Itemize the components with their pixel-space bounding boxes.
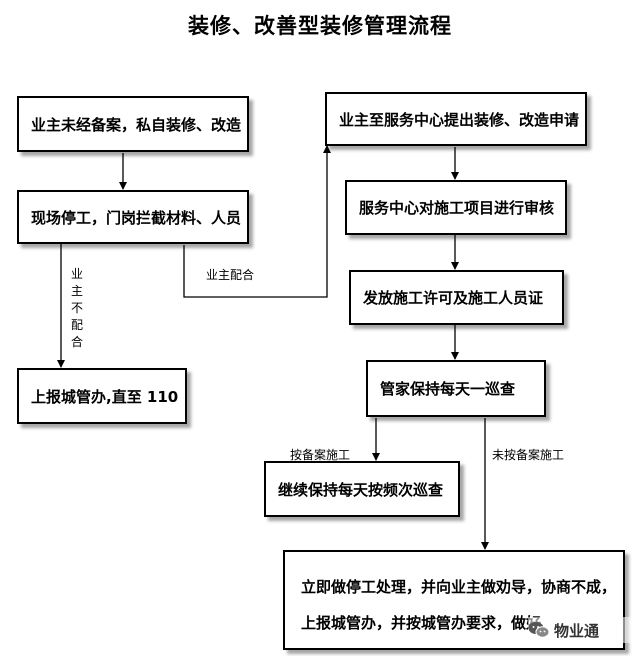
label-by-record: 按备案施工 bbox=[290, 448, 351, 462]
diagram-title: 装修、改善型装修管理流程 bbox=[188, 14, 452, 38]
box-continue-text: 继续保持每天按频次巡查 bbox=[278, 480, 444, 499]
wechat-logo-icon bbox=[528, 622, 550, 638]
label-char: 主 bbox=[70, 284, 83, 298]
box-continue-inspection: 继续保持每天按频次巡查 bbox=[264, 461, 460, 517]
box-review-text: 服务中心对施工项目进行审核 bbox=[359, 199, 555, 217]
box-report-city-management: 上报城管办,直至 110 bbox=[17, 368, 187, 424]
box-daily-inspection: 管家保持每天一巡查 bbox=[366, 360, 546, 417]
watermark-text: 物业通 bbox=[554, 621, 600, 640]
box-stop-work: 现场停工，门岗拦截材料、人员 bbox=[17, 190, 249, 244]
label-not-by-record: 未按备案施工 bbox=[492, 448, 565, 462]
final-line-2: 上报城管办，并按城管办要求，做好 bbox=[301, 614, 542, 632]
box-inspect-text: 管家保持每天一巡查 bbox=[380, 380, 516, 398]
box-stop-work-text: 现场停工，门岗拦截材料、人员 bbox=[31, 208, 242, 227]
label-owner-not-cooperate: 业 主 不 配 合 bbox=[70, 266, 84, 351]
box-report-text: 上报城管办,直至 110 bbox=[31, 387, 179, 406]
box-issue-permit: 发放施工许可及施工人员证 bbox=[349, 270, 564, 325]
box-review-project: 服务中心对施工项目进行审核 bbox=[345, 180, 567, 235]
box-permit-text: 发放施工许可及施工人员证 bbox=[363, 289, 544, 307]
arrow-stop-to-apply bbox=[183, 145, 331, 298]
box-apply-service-center: 业主至服务中心提出装修、改造申请 bbox=[325, 92, 587, 146]
label-char: 业 bbox=[70, 267, 83, 281]
box-apply-text: 业主至服务中心提出装修、改造申请 bbox=[339, 110, 580, 129]
box-unregistered-text: 业主未经备案，私自装修、改造 bbox=[31, 115, 242, 134]
label-char: 配 bbox=[70, 318, 83, 332]
final-line-1: 立即做停工处理，并向业主做劝导，协商不成， bbox=[301, 578, 617, 596]
label-char: 合 bbox=[70, 335, 83, 349]
watermark: 物业通 bbox=[528, 617, 640, 643]
label-owner-cooperate: 业主配合 bbox=[206, 268, 255, 282]
label-char: 不 bbox=[70, 301, 83, 315]
box-unregistered-renovation: 业主未经备案，私自装修、改造 bbox=[17, 96, 249, 152]
